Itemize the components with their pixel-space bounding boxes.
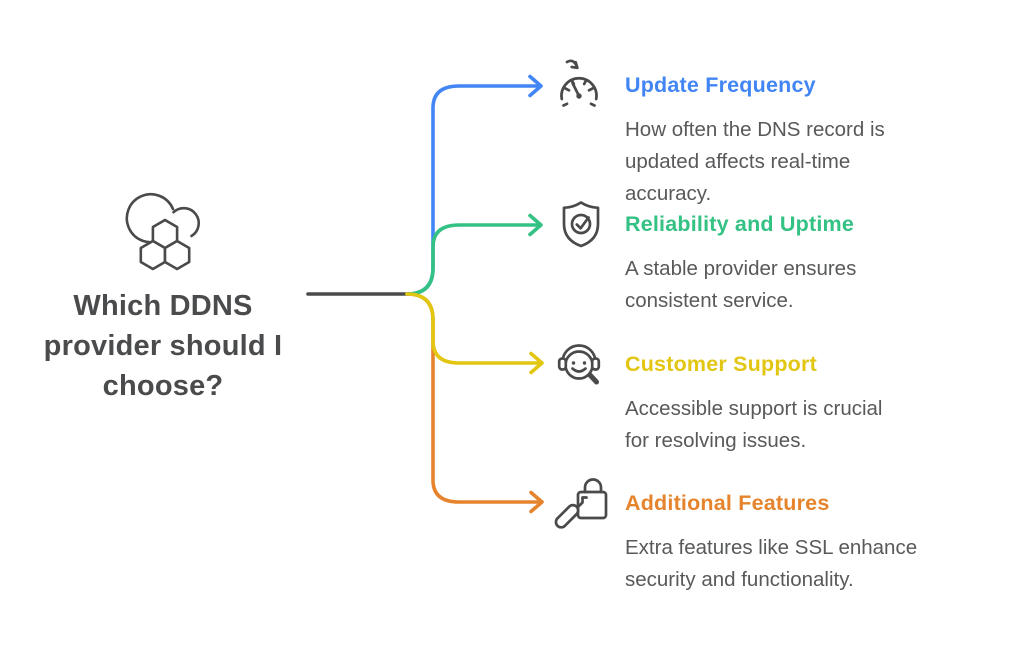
shield-check-icon	[562, 201, 600, 248]
branch-line-update-frequency	[405, 84, 542, 296]
gauge-icon	[560, 59, 598, 107]
root-question: Which DDNS provider should I choose?	[43, 290, 283, 402]
branch-description-reliability: A stable provider ensures consistent ser…	[625, 257, 857, 312]
branch-additional-features: Additional Features Extra features like …	[625, 490, 1007, 596]
branch-line-customer-support	[405, 292, 542, 365]
arrowhead-additional-features	[529, 490, 544, 514]
branch-title-customer-support: Customer Support	[625, 352, 817, 376]
branch-reliability-and-uptime: Reliability and Uptime A stable provider…	[625, 211, 1007, 317]
branch-title-reliability: Reliability and Uptime	[625, 212, 854, 236]
branch-line-reliability	[405, 223, 542, 296]
branch-update-frequency: Update Frequency How often the DNS recor…	[625, 72, 1007, 210]
arrowhead-update-frequency	[528, 74, 543, 98]
branch-description-additional-features: Extra features like SSL enhance security…	[625, 536, 918, 591]
arrowhead-customer-support	[529, 351, 544, 375]
lock-search-icon	[554, 478, 608, 529]
cloud-hexagons-icon	[125, 192, 201, 271]
branch-title-additional-features: Additional Features	[625, 491, 830, 515]
branch-description-update-frequency: How often the DNS record is updated affe…	[625, 118, 885, 205]
branch-line-additional-features	[405, 292, 542, 504]
branch-title-update-frequency: Update Frequency	[625, 73, 816, 97]
branch-customer-support: Customer Support Accessible support is c…	[625, 351, 1007, 457]
headset-search-icon	[557, 344, 601, 385]
arrowhead-reliability	[528, 213, 543, 237]
branch-description-customer-support: Accessible support is crucial for resolv…	[625, 397, 883, 452]
